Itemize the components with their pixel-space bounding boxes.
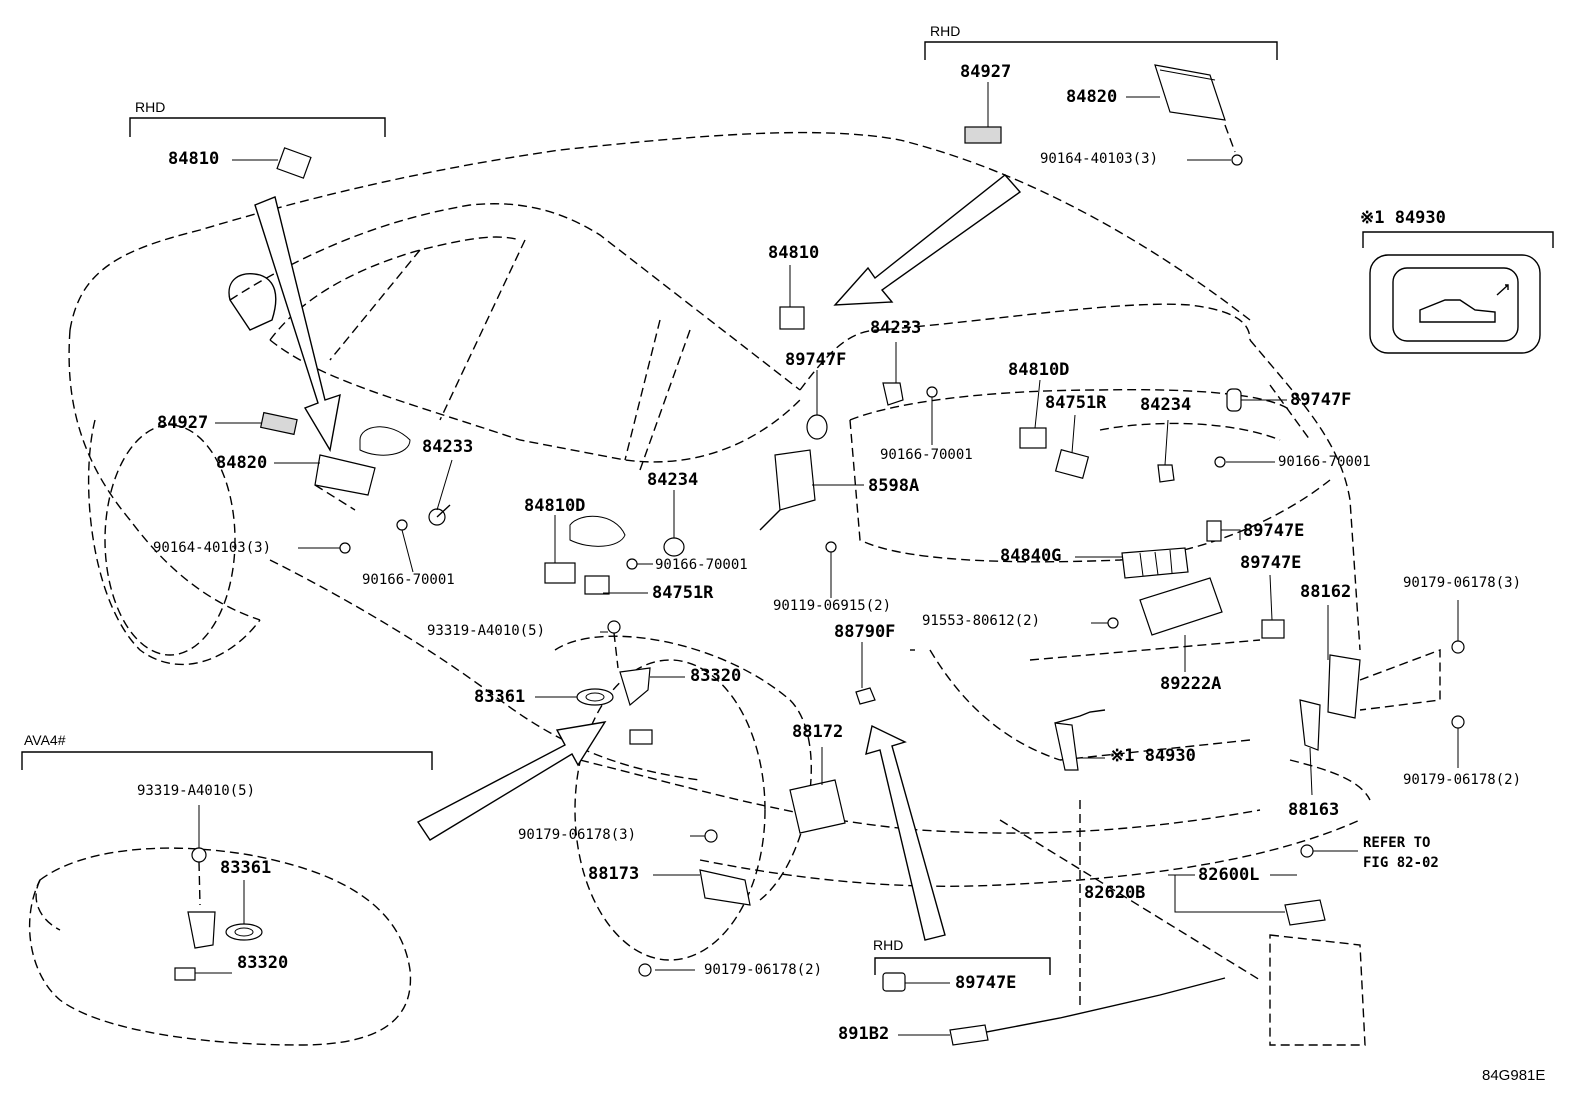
part-label-84751R: 84751R xyxy=(1045,393,1107,413)
part-label-84927: 84927 xyxy=(960,62,1012,82)
section-label-ava4: AVA4# xyxy=(24,732,66,748)
part-label-84810D: 84810D xyxy=(1008,360,1070,380)
part-label-84234: 84234 xyxy=(1140,395,1192,415)
section-label-rhd-top: RHD xyxy=(930,23,961,39)
part-label-82600L: 82600L xyxy=(1198,865,1260,885)
part-label-84930: ※1 84930 xyxy=(1110,746,1196,766)
part-label-89747E: 89747E xyxy=(1243,521,1305,541)
part-label-84233: 84233 xyxy=(870,318,922,338)
vehicle-body-outline xyxy=(68,131,1371,1010)
part-label-84820: 84820 xyxy=(1066,87,1118,107)
part-label-88162: 88162 xyxy=(1300,582,1352,602)
part-label-88790F: 88790F xyxy=(834,622,896,642)
part-label-82620B: 82620B xyxy=(1084,883,1146,903)
part-shapes xyxy=(174,64,1465,1046)
part-label-90179-06178: 90179-06178(2) xyxy=(704,962,823,978)
part-label-93319-A4010: 93319-A4010(5) xyxy=(137,783,256,799)
part-label-90179-06178: 90179-06178(2) xyxy=(1403,772,1522,788)
part-label-84234: 84234 xyxy=(647,470,699,490)
refer-note-line2: FIG 82-02 xyxy=(1363,855,1439,871)
part-label-84810D: 84810D xyxy=(524,496,586,516)
leader-lines xyxy=(195,82,1459,1036)
part-label-88172: 88172 xyxy=(792,722,844,742)
section-label-rhd-left: RHD xyxy=(135,99,166,115)
part-label-89747F: 89747F xyxy=(785,350,847,370)
part-label-90119-06915: 90119-06915(2) xyxy=(773,598,892,614)
part-label-8598A: 8598A xyxy=(868,476,920,496)
part-label-84810: 84810 xyxy=(768,243,820,263)
refer-note-line1: REFER TO xyxy=(1363,835,1431,851)
section-brackets xyxy=(21,41,1554,975)
part-label-89747E: 89747E xyxy=(955,973,1017,993)
part-label-90166-70001: 90166-70001 xyxy=(362,572,455,588)
part-label-90179-06178: 90179-06178(3) xyxy=(518,827,637,843)
part-label-891B2: 891B2 xyxy=(838,1024,890,1044)
part-label-83320: 83320 xyxy=(237,953,289,973)
part-label-91553-80612: 91553-80612(2) xyxy=(922,613,1041,629)
part-label-90166-70001: 90166-70001 xyxy=(1278,454,1371,470)
part-label-84840G: 84840G xyxy=(1000,546,1062,566)
diagram-code: 84G981E xyxy=(1482,1067,1546,1084)
part-label-90179-06178: 90179-06178(3) xyxy=(1403,575,1522,591)
part-label-84751R: 84751R xyxy=(652,583,714,603)
switch-84930-inset xyxy=(1369,254,1541,354)
part-label-84810: 84810 xyxy=(168,149,220,169)
part-label-83361: 83361 xyxy=(474,687,526,707)
part-label-89222A: 89222A xyxy=(1160,674,1222,694)
part-label-90164-40103: 90164-40103(3) xyxy=(1040,151,1159,167)
part-label-90166-70001: 90166-70001 xyxy=(880,447,973,463)
part-label-90164-40103: 90164-40103(3) xyxy=(153,540,272,556)
part-label-83361: 83361 xyxy=(220,858,272,878)
part-label-84233: 84233 xyxy=(422,437,474,457)
part-label-89747E: 89747E xyxy=(1240,553,1302,573)
fuel-tank-outline xyxy=(28,847,412,1046)
part-label-88173: 88173 xyxy=(588,864,640,884)
section-label-84930: ※1 84930 xyxy=(1360,208,1446,228)
part-label-90166-70001: 90166-70001 xyxy=(655,557,748,573)
part-label-88163: 88163 xyxy=(1288,800,1340,820)
direction-arrows xyxy=(254,174,1022,941)
part-label-83320: 83320 xyxy=(690,666,742,686)
part-label-84927: 84927 xyxy=(157,413,209,433)
part-label-84820: 84820 xyxy=(216,453,268,473)
part-label-89747F: 89747F xyxy=(1290,390,1352,410)
part-label-93319-A4010: 93319-A4010(5) xyxy=(427,623,546,639)
section-label-rhd-bottom: RHD xyxy=(873,937,904,953)
